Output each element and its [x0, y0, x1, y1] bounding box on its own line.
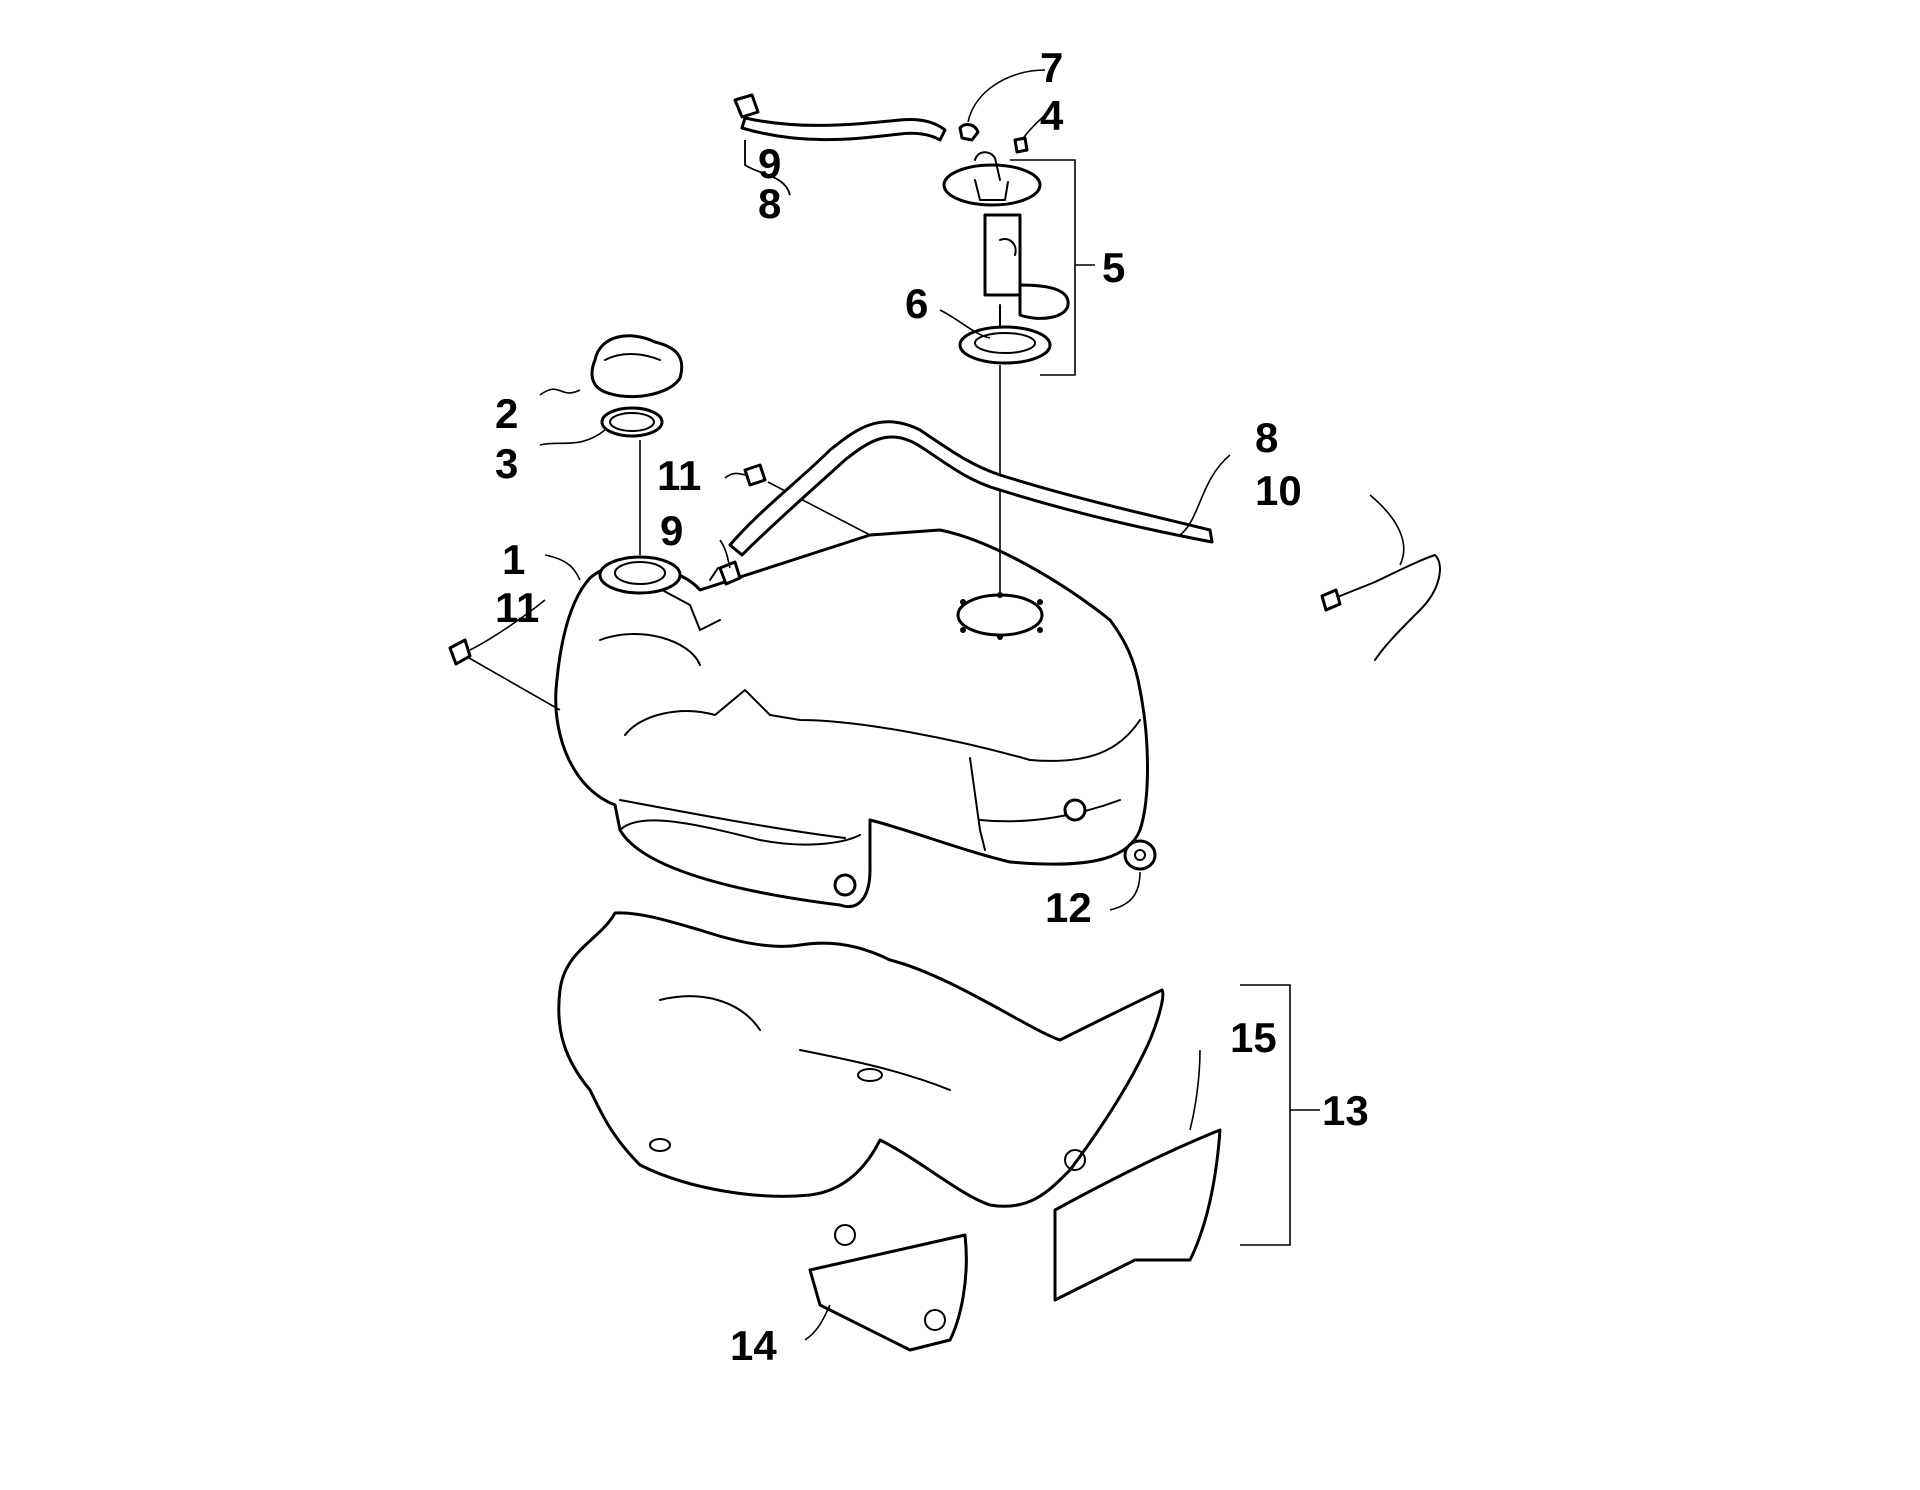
- pump-gasket[interactable]: [958, 325, 1052, 365]
- callout-5: 5: [1102, 244, 1125, 291]
- screw-fitting[interactable]: [1013, 136, 1029, 154]
- callout-10: 10: [1255, 467, 1302, 514]
- shield-piece-15[interactable]: [1053, 1128, 1222, 1302]
- sensor-wire[interactable]: [1320, 554, 1441, 661]
- callout-4: 4: [1040, 92, 1064, 139]
- callout-13: 13: [1322, 1087, 1369, 1134]
- callout-15: 15: [1230, 1014, 1277, 1061]
- callout-8-right: 8: [1255, 414, 1278, 461]
- callout-9-mid: 9: [660, 507, 683, 554]
- shield-piece-14[interactable]: [808, 1233, 968, 1352]
- callout-3: 3: [495, 440, 518, 487]
- hose-fitting-mid[interactable]: [718, 560, 742, 586]
- hose-top[interactable]: [740, 116, 947, 142]
- fuel-cap[interactable]: [590, 334, 684, 399]
- callout-11-left: 11: [495, 584, 539, 631]
- callout-2: 2: [495, 390, 518, 437]
- callout-6: 6: [905, 280, 928, 327]
- callout-11-top: 11: [657, 452, 701, 499]
- callout-12: 12: [1045, 884, 1092, 931]
- heat-shield[interactable]: [557, 911, 1165, 1246]
- bolt-left[interactable]: [448, 638, 472, 666]
- fuel-pump-assembly[interactable]: [942, 151, 1070, 331]
- callout-8-top: 8: [758, 180, 781, 227]
- fuel-tank[interactable]: [554, 528, 1149, 908]
- callout-1: 1: [502, 536, 525, 583]
- bolt-top[interactable]: [743, 463, 767, 487]
- grommet[interactable]: [1123, 839, 1157, 871]
- hose-fitting-top[interactable]: [733, 93, 760, 119]
- callout-14: 14: [730, 1322, 777, 1369]
- callout-7: 7: [1040, 44, 1063, 91]
- gasket-ring[interactable]: [600, 406, 664, 438]
- hose-long[interactable]: [728, 420, 1214, 557]
- callout-9-top: 9: [758, 140, 781, 187]
- hose-clamp-top[interactable]: [958, 123, 980, 142]
